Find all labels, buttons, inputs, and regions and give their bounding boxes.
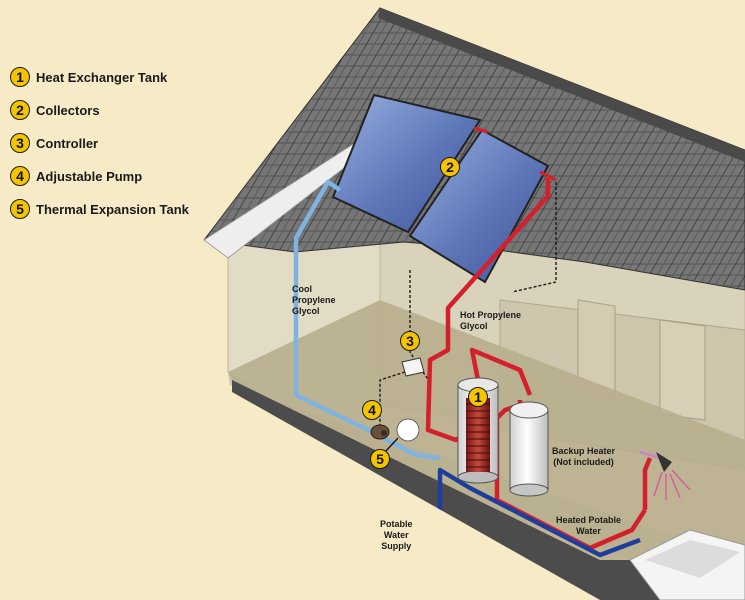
marker-controller: 3 bbox=[400, 331, 420, 351]
legend-label: Controller bbox=[36, 135, 99, 151]
legend-item-heat-exchanger-tank: 1 Heat Exchanger Tank bbox=[10, 66, 189, 88]
backup-heater-tank bbox=[509, 401, 549, 497]
cool-glycol-pipe bbox=[293, 179, 441, 461]
hot-glycol-pipe bbox=[425, 178, 551, 443]
wall-opening bbox=[659, 319, 706, 421]
label-backup-heater: Backup Heater (Not included) bbox=[552, 446, 616, 467]
legend-label: Thermal Expansion Tank bbox=[36, 201, 189, 217]
bathtub bbox=[629, 529, 745, 600]
collector-panel-left bbox=[331, 93, 482, 234]
heat-exchanger-tank bbox=[457, 377, 499, 484]
legend-item-controller: 3 Controller bbox=[10, 132, 189, 154]
label-cool-propylene-glycol: Cool Propylene Glycol bbox=[292, 284, 336, 316]
marker-heat-exchanger-tank: 1 bbox=[468, 387, 488, 407]
legend: 1 Heat Exchanger Tank 2 Collectors 3 Con… bbox=[10, 66, 189, 231]
legend-number-1: 1 bbox=[10, 67, 30, 87]
controller-box bbox=[401, 357, 425, 377]
legend-label: Heat Exchanger Tank bbox=[36, 69, 168, 85]
label-hot-propylene-glycol: Hot Propylene Glycol bbox=[460, 310, 522, 331]
label-potable-water-supply: Potable Water Supply bbox=[380, 519, 413, 551]
legend-number-4: 4 bbox=[10, 166, 30, 186]
roof-ridge bbox=[378, 8, 745, 162]
label-heated-potable-water: Heated Potable Water bbox=[556, 515, 622, 536]
legend-number-3: 3 bbox=[10, 133, 30, 153]
thermal-expansion-tank bbox=[384, 418, 420, 453]
legend-number-2: 2 bbox=[10, 100, 30, 120]
marker-adjustable-pump: 4 bbox=[362, 400, 382, 420]
floor-shadow bbox=[232, 392, 600, 600]
legend-label: Collectors bbox=[36, 102, 100, 118]
marker-collectors: 2 bbox=[440, 157, 460, 177]
legend-item-adjustable-pump: 4 Adjustable Pump bbox=[10, 165, 189, 187]
legend-label: Adjustable Pump bbox=[36, 168, 143, 184]
shower-fixture bbox=[639, 450, 691, 500]
legend-item-thermal-expansion-tank: 5 Thermal Expansion Tank bbox=[10, 198, 189, 220]
legend-item-collectors: 2 Collectors bbox=[10, 99, 189, 121]
marker-thermal-expansion-tank: 5 bbox=[370, 449, 390, 469]
heat-exchanger-coil bbox=[466, 398, 490, 472]
legend-number-5: 5 bbox=[10, 199, 30, 219]
collector-panel-right bbox=[408, 128, 550, 284]
adjustable-pump bbox=[370, 424, 390, 440]
solar-collectors bbox=[331, 93, 557, 284]
